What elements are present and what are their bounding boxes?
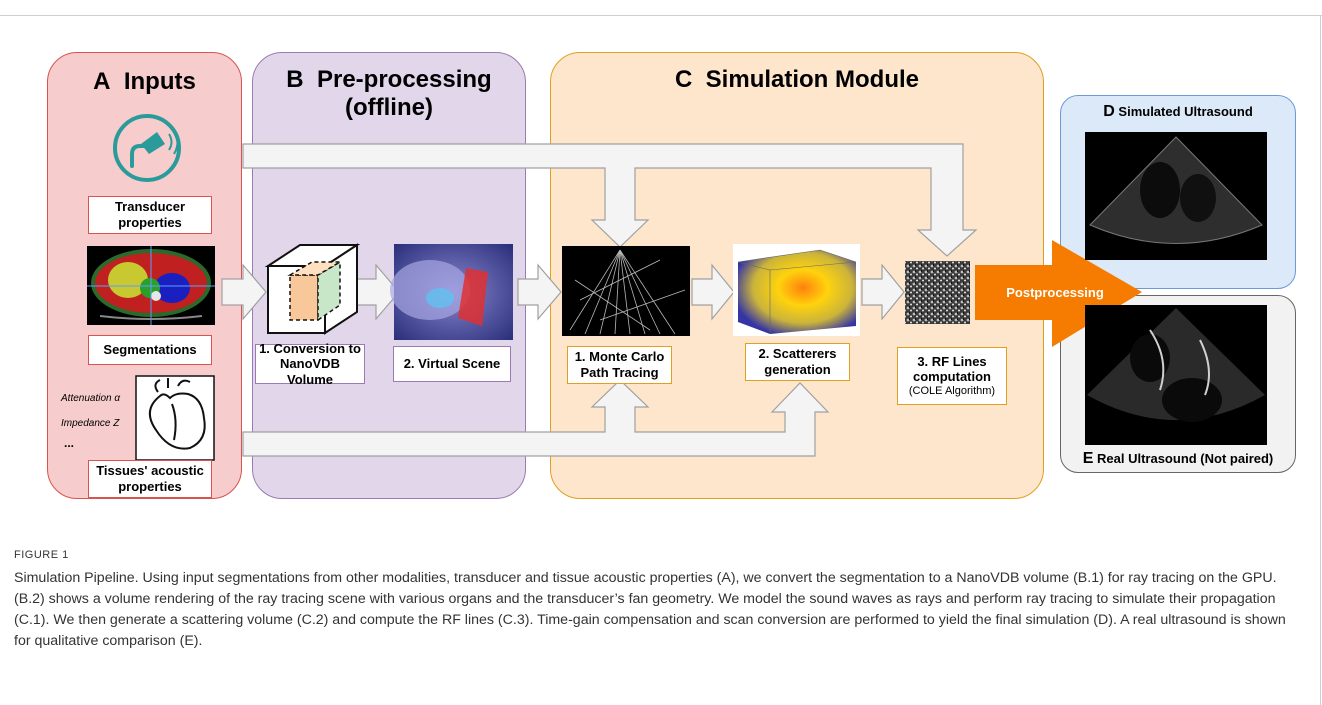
simulated-ultrasound-image	[1085, 132, 1267, 260]
segmentations-label: Segmentations	[88, 335, 212, 365]
panel-e-title: E Real Ultrasound (Not paired)	[1082, 450, 1274, 467]
attenuation-label: Attenuation α	[61, 393, 121, 404]
panel-b-title: B Pre-processing (offline)	[286, 66, 492, 121]
arrow-c1-to-c2	[691, 263, 735, 321]
heart-icon	[135, 375, 215, 461]
arrow-b-to-c	[517, 263, 562, 321]
segmentation-image	[87, 246, 215, 325]
real-ultrasound-image	[1085, 305, 1267, 445]
tissue-acoustic-properties-label: Tissues' acoustic properties	[88, 460, 212, 498]
virtual-scene-image	[390, 244, 513, 340]
virtual-scene-label: 2. Virtual Scene	[393, 346, 511, 382]
figure-caption: Simulation Pipeline. Using input segment…	[14, 570, 1286, 649]
transducer-icon	[113, 114, 181, 182]
impedance-label: Impedance Z	[61, 418, 120, 429]
top-border-line	[0, 15, 1322, 16]
rf-lines-label: 3. RF Lines computation (COLE Algorithm)	[897, 347, 1007, 405]
postprocessing-arrow	[975, 240, 1142, 347]
conversion-nanovdb-label: 1. Conversion to NanoVDB Volume	[255, 341, 365, 387]
flow-arrows	[221, 263, 905, 321]
postprocessing-label: Postprocessing	[1006, 285, 1104, 300]
panel-a-title: A Inputs	[93, 68, 196, 95]
arrow-a-to-b	[221, 263, 267, 321]
panel-c-title: C Simulation Module	[674, 66, 919, 93]
path-tracing-image	[562, 246, 690, 336]
rf-lines-image	[905, 261, 970, 324]
scatterers-generation-label: 2. Scatterers generation	[745, 343, 850, 381]
monte-carlo-label: 1. Monte Carlo Path Tracing	[567, 346, 672, 384]
ellipsis-label: ...	[64, 436, 75, 450]
arrow-b1-to-b2	[355, 263, 400, 321]
arrow-c2-to-c3	[861, 263, 905, 321]
bottom-connector-arrow	[242, 379, 830, 457]
nanovdb-cube-icon	[264, 243, 361, 335]
panel-d-title: D Simulated Ultrasound	[1103, 103, 1253, 120]
right-border-line	[1320, 15, 1321, 705]
figure-label: FIGURE 1	[14, 549, 69, 561]
scatterers-image	[733, 244, 860, 336]
top-connector-arrow	[242, 143, 978, 257]
transducer-properties-label: Transducer properties	[88, 196, 212, 234]
